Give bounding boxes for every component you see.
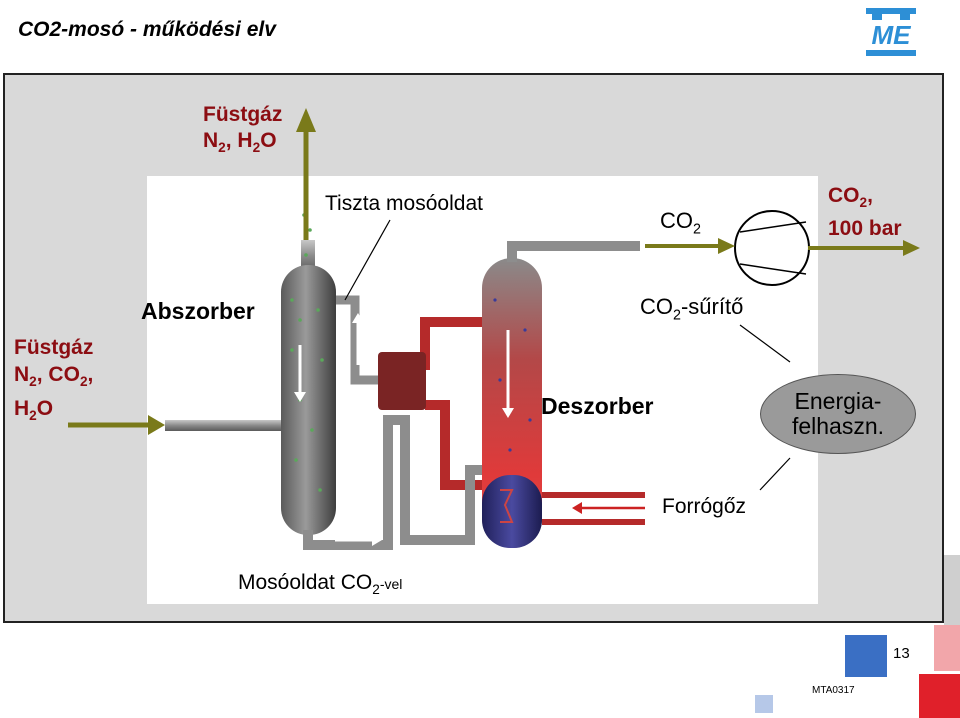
clean-wash-label: Tiszta mosóoldat bbox=[325, 192, 483, 215]
deco-square-red bbox=[919, 674, 960, 718]
energy-consumption-bubble: Energia-felhaszn. bbox=[760, 374, 916, 454]
co2-compressor bbox=[734, 210, 810, 286]
co2-to-compressor-arrow bbox=[645, 238, 735, 254]
absorber-column bbox=[281, 265, 336, 535]
me-logo-icon: ME bbox=[866, 8, 916, 56]
steam-label: Forrógőz bbox=[662, 495, 747, 518]
deco-square-blue bbox=[845, 635, 887, 677]
deco-square-light-blue bbox=[755, 695, 773, 713]
svg-text:ME: ME bbox=[872, 20, 912, 50]
co2-output-arrow bbox=[808, 240, 920, 256]
steam-energy-leader bbox=[759, 457, 791, 491]
flue-gas-out-arrow bbox=[296, 108, 316, 240]
flue-gas-in-arrow bbox=[68, 415, 165, 435]
compressor-label: CO2-sűrítő bbox=[640, 294, 744, 324]
page-number: 13 bbox=[893, 645, 910, 662]
steam-pipe bbox=[542, 492, 645, 525]
rich-solution-pipe bbox=[303, 415, 410, 550]
co2-label: CO2 bbox=[660, 208, 701, 238]
heat-exchanger bbox=[378, 352, 426, 410]
desorber-particles bbox=[493, 298, 532, 452]
compressor-energy-leader bbox=[739, 324, 791, 363]
co2-outlet-pipe bbox=[507, 241, 640, 262]
absorber-label: Abszorber bbox=[141, 298, 255, 324]
steam-arrow bbox=[572, 502, 645, 514]
reboiler-section bbox=[482, 475, 542, 548]
absorber-outlet-nozzle bbox=[301, 240, 315, 272]
wash-co2-label: Mosóoldat CO2-vel bbox=[238, 571, 403, 598]
desorber-label: Deszorber bbox=[541, 393, 654, 419]
page-title: CO2-mosó - működési elv bbox=[18, 18, 276, 41]
flue-gas-out-label: Füstgáz N2, H2O bbox=[203, 103, 283, 156]
co2-100bar-label: CO2, 100 bar bbox=[828, 184, 902, 241]
deco-square-gray bbox=[944, 555, 960, 625]
to-desorber-pipe bbox=[400, 420, 490, 545]
document-code: MTA0317 bbox=[812, 685, 855, 696]
flue-gas-in-label: Füstgáz N2, CO2, H2O bbox=[14, 336, 94, 424]
flue-gas-inlet-pipe bbox=[165, 420, 290, 431]
desorber-column bbox=[482, 258, 542, 548]
clean-wash-leader bbox=[344, 219, 391, 301]
deco-square-pink bbox=[934, 625, 960, 671]
